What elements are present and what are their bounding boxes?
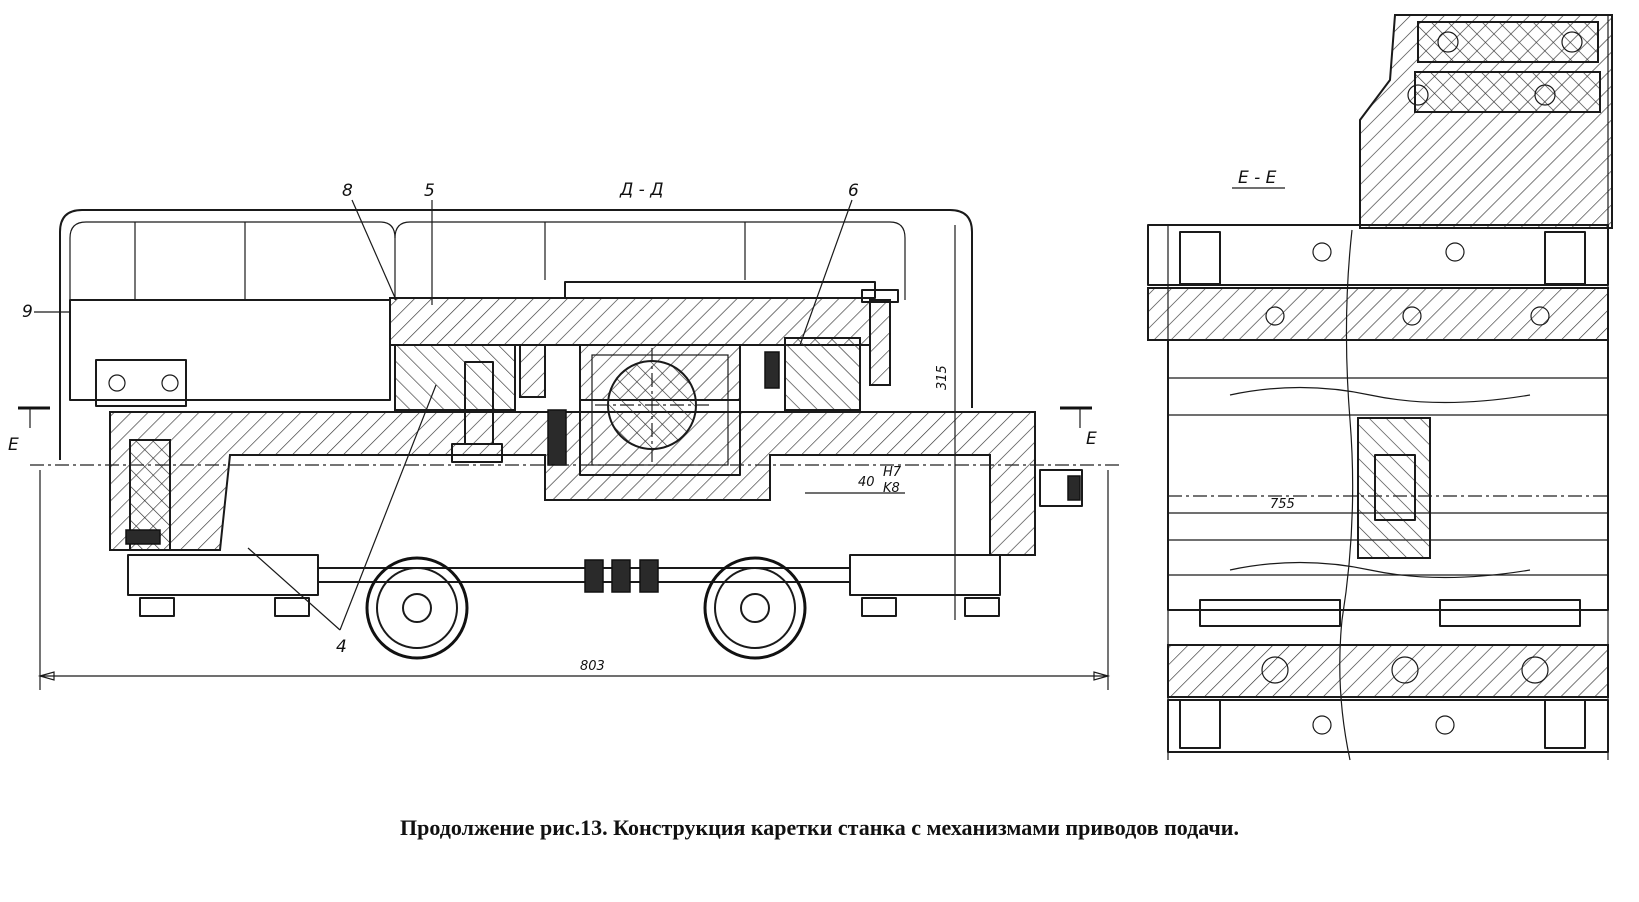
wheel-left — [365, 556, 469, 660]
slide-top — [1147, 224, 1609, 286]
fit-upper: H7 — [883, 465, 902, 480]
dim-overall-width: 803 — [580, 659, 605, 674]
callout-8: 8 — [342, 181, 353, 201]
section-ee-view: E - E 755 — [1147, 14, 1613, 761]
callout-4: 4 — [336, 637, 347, 657]
callout-5: 5 — [424, 181, 435, 201]
cover-inner-outline — [69, 221, 396, 400]
section-dd-view: Д - Д 8 5 6 9 4 E E 803 315 40 H7 K8 — [8, 180, 1120, 690]
section-ee-title: E - E — [1238, 168, 1277, 188]
left-block — [69, 299, 391, 401]
dim-height: 315 — [935, 365, 950, 390]
clamp-bracket — [95, 359, 187, 407]
dim-width-ee: 755 — [1270, 497, 1295, 512]
cover-outline — [59, 209, 973, 460]
wheel-right — [703, 556, 807, 660]
callout-6: 6 — [848, 181, 859, 201]
bearing-housing — [579, 344, 741, 476]
figure-caption: Продолжение рис.13. Конструкция каретки … — [400, 815, 1239, 840]
carriage-body — [109, 411, 1036, 556]
section-mark-right: E — [1086, 429, 1097, 449]
section-dd-title: Д - Д — [619, 180, 664, 200]
callout-9: 9 — [22, 302, 33, 322]
fit-dim: 40 — [858, 475, 875, 490]
fit-lower: K8 — [883, 481, 900, 496]
column-top — [1359, 14, 1613, 229]
base-rail — [127, 554, 319, 596]
section-mark-left: E — [8, 435, 19, 455]
slide-bottom — [1167, 644, 1609, 698]
